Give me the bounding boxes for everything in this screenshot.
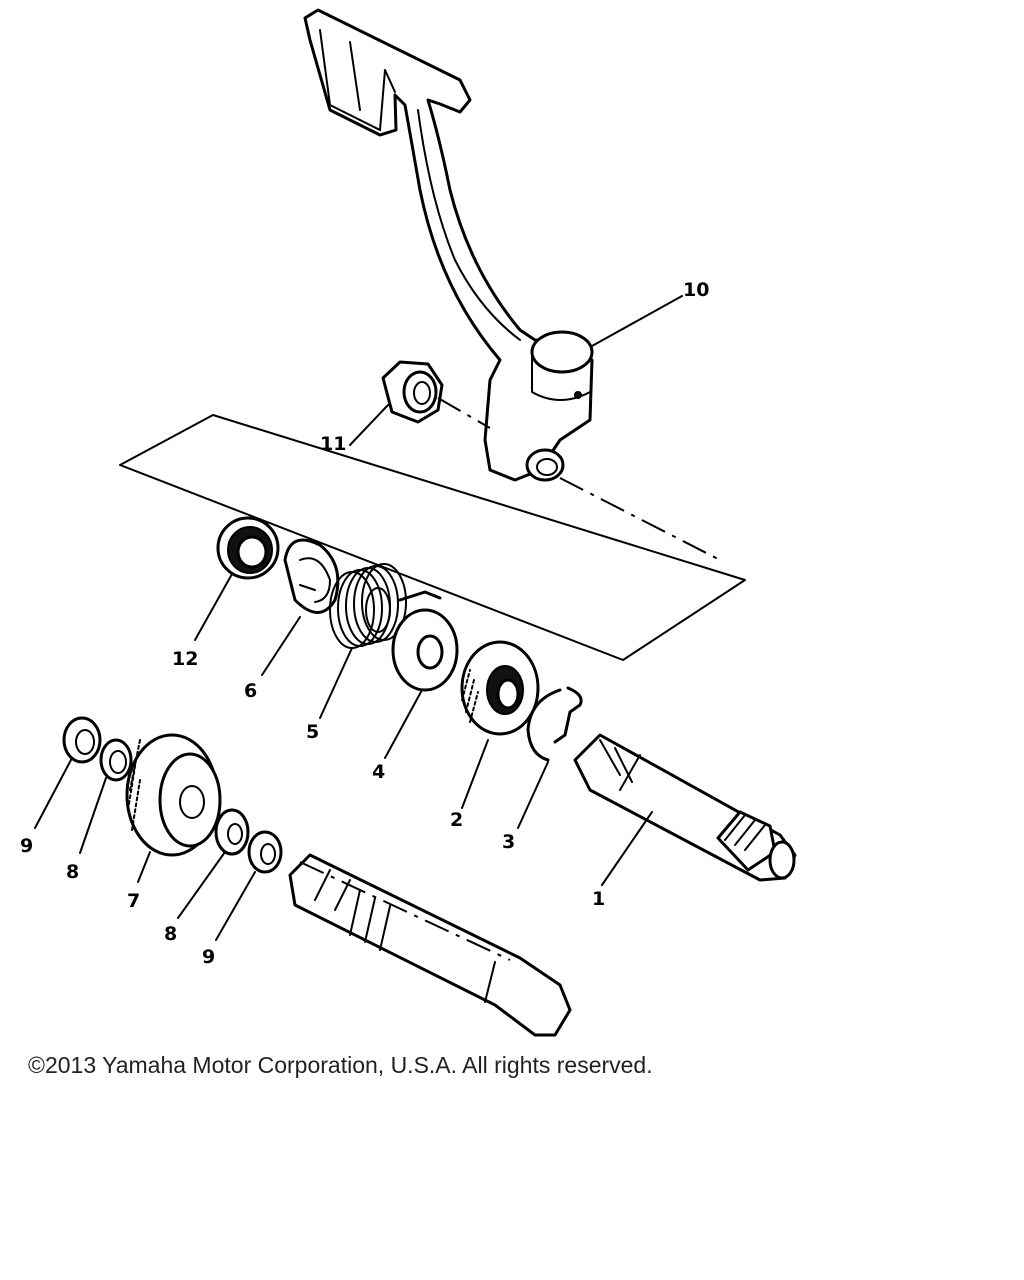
leader-lines	[34, 295, 683, 941]
oil-seal[interactable]	[216, 516, 280, 580]
label-part-8-left: 8	[66, 861, 79, 883]
assembly-group-box	[119, 414, 746, 661]
nut[interactable]	[381, 360, 444, 424]
label-part-10: 10	[683, 279, 709, 301]
kick-shaft[interactable]	[573, 733, 797, 882]
washer-left[interactable]	[99, 738, 133, 782]
circlip[interactable]	[526, 686, 583, 762]
washer-plate[interactable]	[391, 608, 459, 692]
label-part-2: 2	[450, 809, 463, 831]
exploded-parts-diagram: 10 11 12 6 5 4 2 3 1 9 8 7 8 9	[20, 8, 797, 1037]
label-part-6: 6	[244, 680, 257, 702]
label-part-7: 7	[127, 890, 140, 912]
ratchet-gear[interactable]	[460, 640, 540, 736]
label-part-4: 4	[372, 761, 385, 783]
circlip-left[interactable]	[62, 716, 102, 764]
copyright-notice: ©2013 Yamaha Motor Corporation, U.S.A. A…	[28, 1052, 653, 1078]
label-part-11: 11	[320, 433, 346, 455]
washer-right[interactable]	[214, 808, 250, 856]
circlip-right[interactable]	[247, 830, 283, 874]
center-line-crank	[437, 397, 721, 561]
label-part-9-right: 9	[202, 946, 215, 968]
idle-gear[interactable]	[125, 733, 222, 857]
spring-guide[interactable]	[283, 538, 340, 614]
label-part-5: 5	[306, 721, 319, 743]
label-part-3: 3	[502, 831, 515, 853]
torsion-spring[interactable]	[329, 563, 442, 649]
main-axle-shaft[interactable]	[288, 853, 572, 1037]
label-part-1: 1	[592, 888, 605, 910]
label-part-9-left: 9	[20, 835, 33, 857]
label-part-12: 12	[172, 648, 198, 670]
kick-crank-lever[interactable]	[303, 8, 594, 482]
label-part-8-right: 8	[164, 923, 177, 945]
